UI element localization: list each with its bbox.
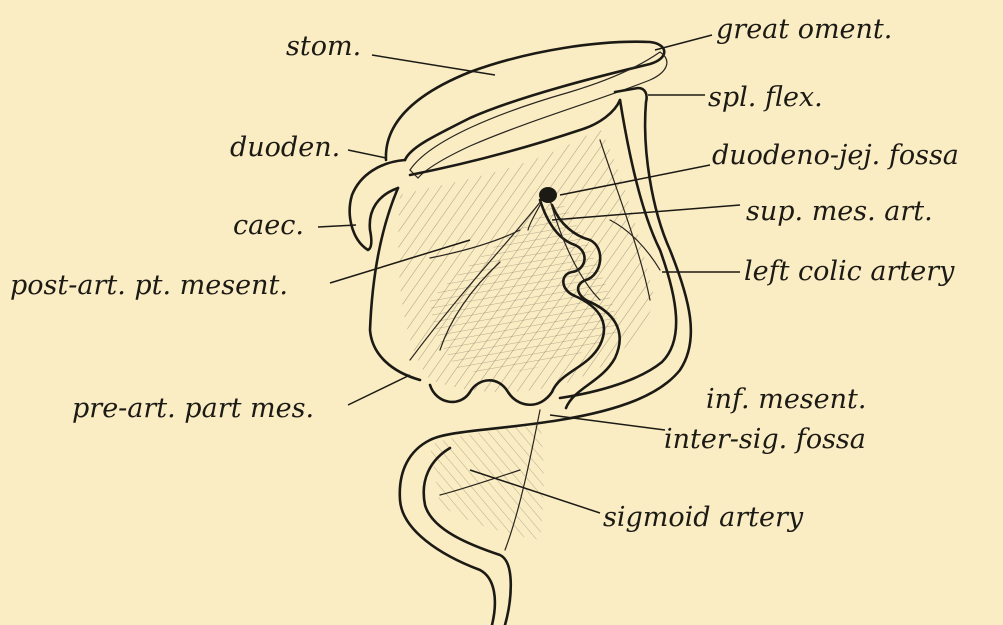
label-duodeno-jej-fossa: duodeno-jej. fossa <box>712 140 959 171</box>
stomach-and-omentum <box>386 42 667 178</box>
label-post-art-pt-mesent: post-art. pt. mesent. <box>10 270 288 301</box>
label-great-oment: great oment. <box>716 14 892 45</box>
label-inter-sig-fossa: inter-sig. fossa <box>664 424 866 455</box>
label-duoden: duoden. <box>230 132 340 163</box>
label-sigmoid-artery: sigmoid artery <box>603 502 804 533</box>
label-sup-mes-art: sup. mes. art. <box>746 196 933 227</box>
label-caec: caec. <box>233 210 304 241</box>
label-spl-flex: spl. flex. <box>708 82 823 113</box>
sigmoid <box>400 410 544 625</box>
label-inf-mesent: inf. mesent. <box>706 384 866 415</box>
label-stom: stom. <box>286 31 361 62</box>
label-left-colic-artery: left colic artery <box>744 256 955 287</box>
label-pre-art-part-mes: pre-art. part mes. <box>72 393 314 424</box>
